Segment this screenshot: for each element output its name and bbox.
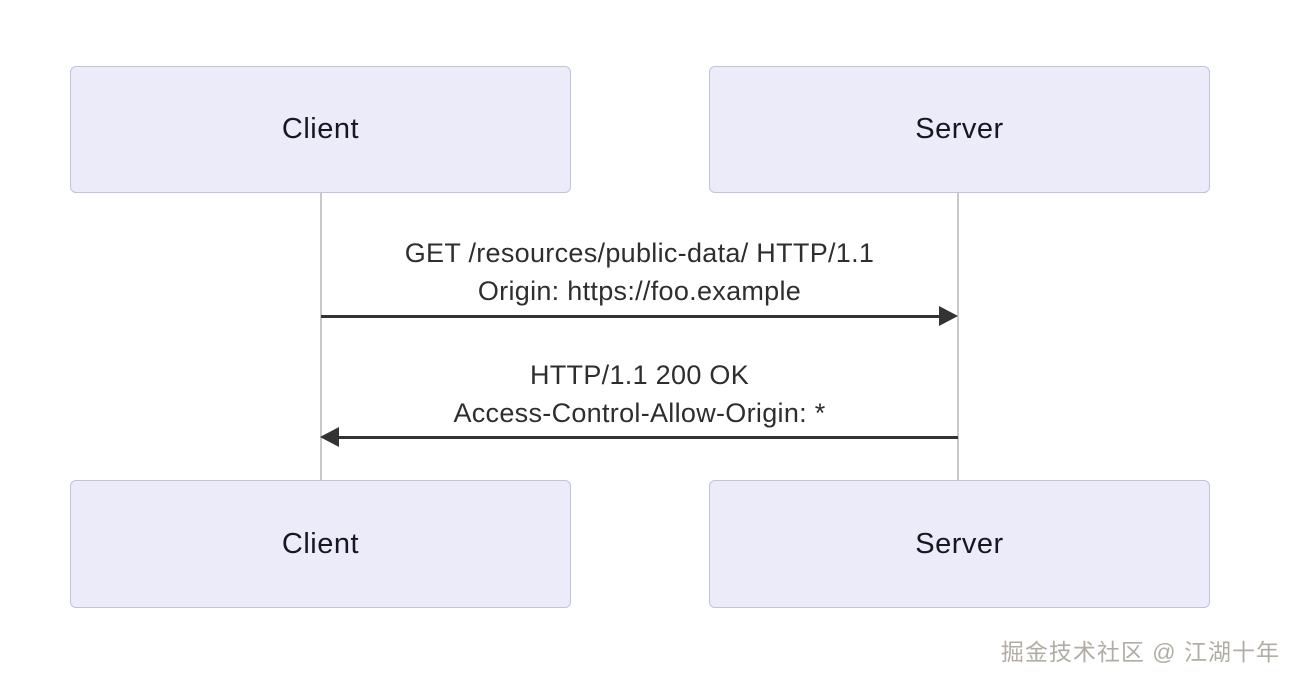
request-message-line-1: GET /resources/public-data/ HTTP/1.1 — [404, 238, 875, 268]
request-arrow-line — [321, 315, 943, 318]
response-message-line-1: HTTP/1.1 200 OK — [529, 360, 750, 390]
request-message-line-2: Origin: https://foo.example — [477, 276, 802, 306]
actor-box-server-top: Server — [709, 66, 1210, 193]
actor-box-client-top: Client — [70, 66, 571, 193]
response-message-line-2: Access-Control-Allow-Origin: * — [453, 398, 826, 428]
actor-label-client: Client — [281, 113, 360, 145]
actor-label-server-bottom: Server — [915, 527, 1004, 560]
request-arrowhead-right-icon — [939, 306, 958, 326]
lifeline-server — [957, 193, 959, 480]
actor-label-server: Server — [915, 113, 1004, 145]
response-arrow-line — [337, 436, 958, 439]
watermark-text: 掘金技术社区 @ 江湖十年 — [1000, 639, 1280, 665]
actor-box-client-bottom: Client — [70, 480, 571, 608]
actor-box-server-bottom: Server — [709, 480, 1210, 608]
actor-label-client-bottom: Client — [281, 527, 360, 560]
request-message-text: GET /resources/public-data/ HTTP/1.1 Ori… — [321, 234, 958, 310]
response-message-text: HTTP/1.1 200 OK Access-Control-Allow-Ori… — [321, 356, 958, 432]
response-arrowhead-left-icon — [320, 427, 339, 447]
lifeline-client — [320, 193, 322, 480]
